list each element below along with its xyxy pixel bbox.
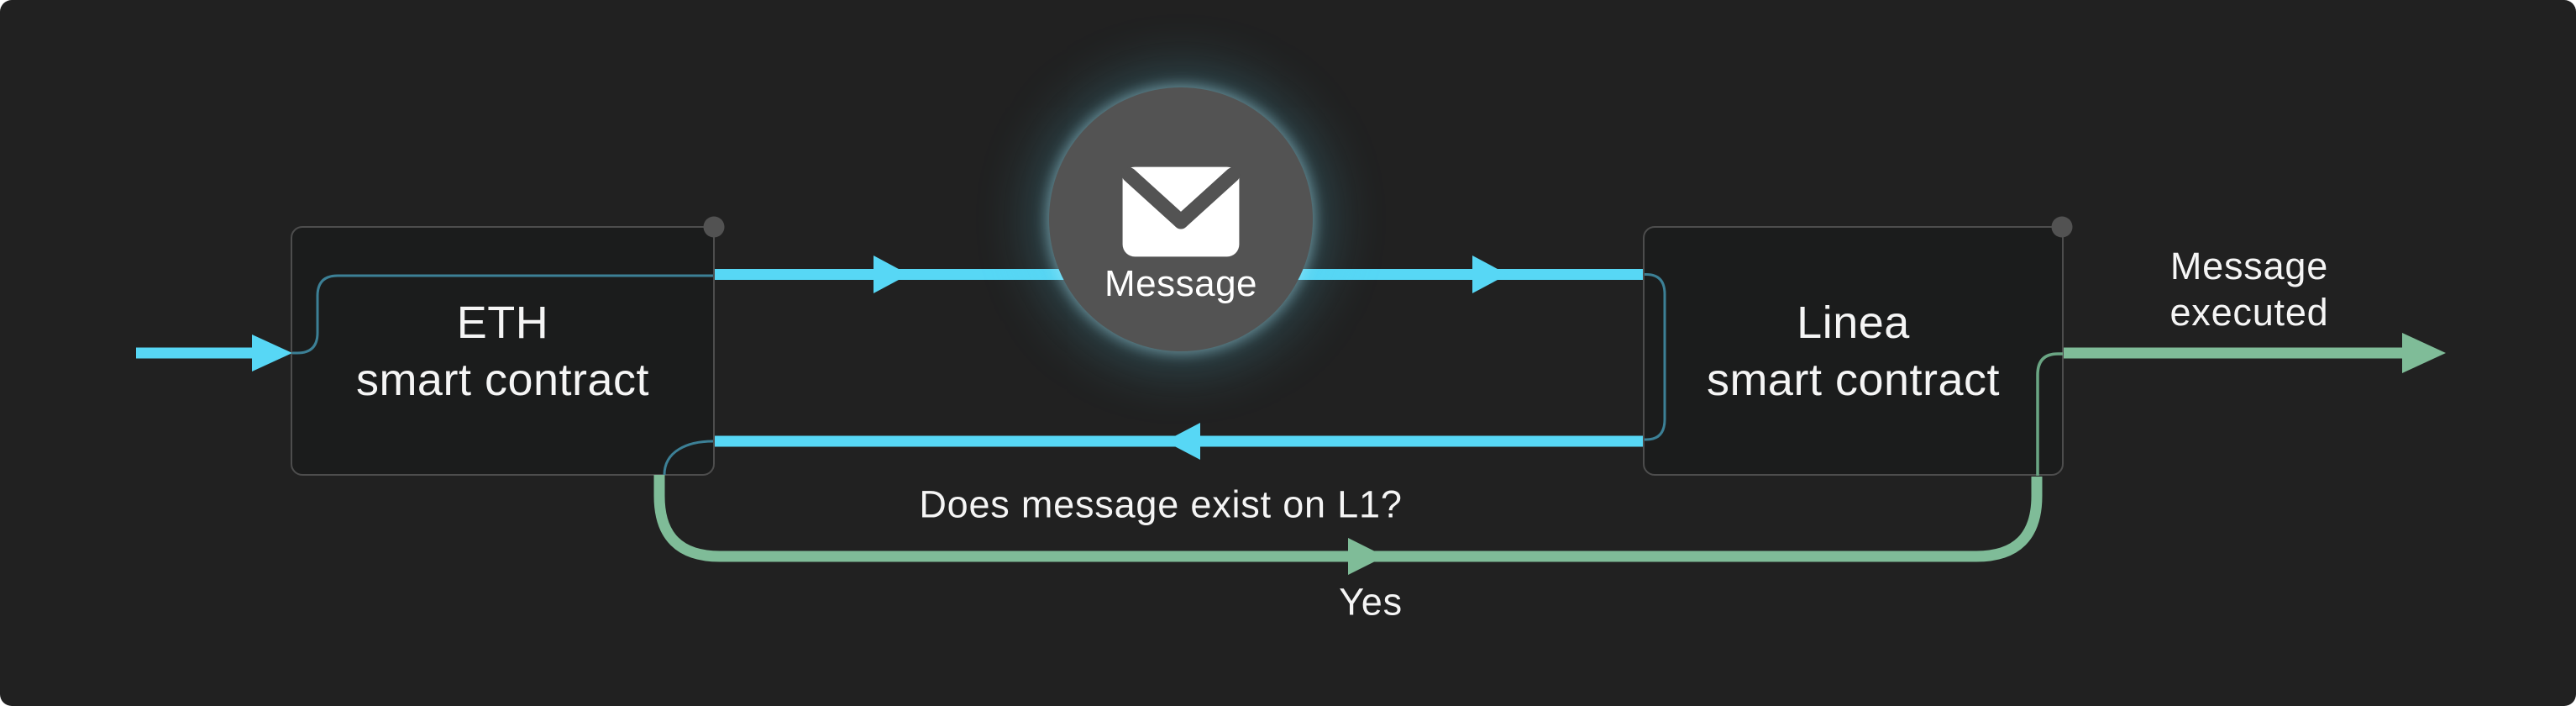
linea-internal-path-out (2036, 352, 2063, 476)
eth-internal-path-in (292, 274, 713, 355)
executed-arrowhead (2402, 333, 2446, 373)
eth-internal-path-out (663, 440, 714, 476)
question-annotation: Does message exist on L1? (919, 482, 1403, 526)
eth-node-label-line2: smart contract (355, 354, 650, 405)
linea-connector-dot (2051, 216, 2073, 238)
send-arrowhead-1 (874, 256, 909, 293)
envelope-icon (1121, 166, 1241, 257)
linea-internal-path-in (1645, 273, 1666, 441)
input-arrowhead (252, 335, 292, 371)
linea-node-label-line2: smart contract (1706, 354, 2001, 405)
message-node: Message (1049, 87, 1313, 351)
yes-annotation: Yes (1339, 580, 1403, 624)
message-executed-annotation: Message executed (2169, 245, 2329, 334)
linea-smart-contract-node: Linea smart contract (1643, 226, 2064, 476)
eth-smart-contract-node: ETH smart contract (291, 226, 715, 476)
linea-node-label-line1: Linea (1797, 297, 1910, 348)
eth-connector-dot (703, 216, 725, 238)
yes-loop-arrowhead (1348, 538, 1385, 575)
send-arrowhead-2 (1472, 256, 1508, 293)
eth-node-label-line1: ETH (456, 297, 549, 348)
message-node-label: Message (1104, 263, 1258, 304)
return-arrowhead (1165, 423, 1200, 460)
